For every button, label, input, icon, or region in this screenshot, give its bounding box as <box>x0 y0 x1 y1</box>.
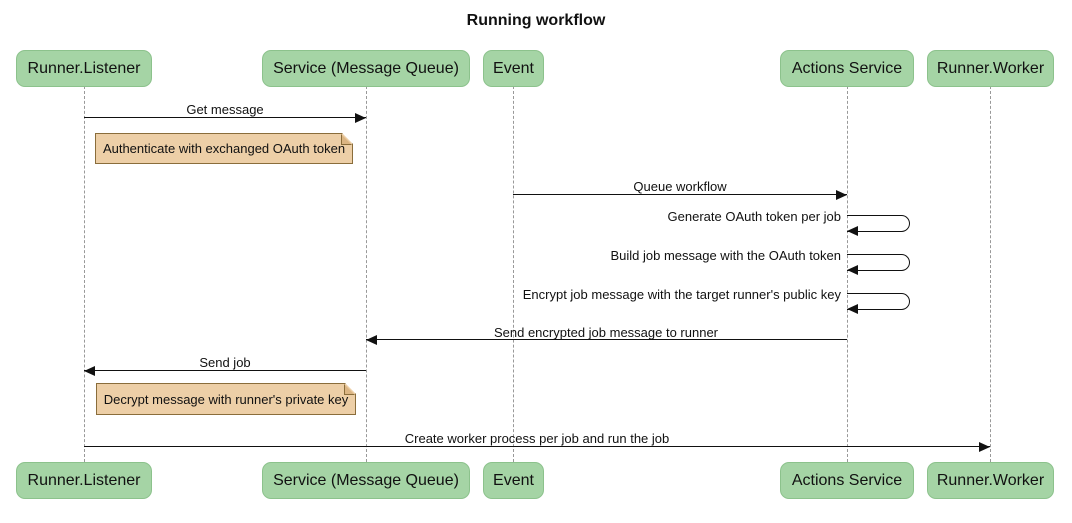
participant-top-service-mq: Service (Message Queue) <box>262 50 470 87</box>
self-loop-generate-token <box>847 215 910 232</box>
arrowhead-right-icon <box>355 113 366 123</box>
participant-bottom-event: Event <box>483 462 544 499</box>
participant-bottom-service-mq: Service (Message Queue) <box>262 462 470 499</box>
message-label-send-encrypted: Send encrypted job message to runner <box>493 325 719 340</box>
participant-bottom-runner-listener: Runner.Listener <box>16 462 152 499</box>
message-label-queue-workflow: Queue workflow <box>633 179 727 194</box>
note-authenticate-text: Authenticate with exchanged OAuth token <box>102 141 346 156</box>
note-fold-icon <box>341 134 352 145</box>
message-label-get-message: Get message <box>186 102 264 117</box>
arrowhead-left-icon <box>84 366 95 376</box>
message-line-send-job <box>84 370 366 371</box>
message-label-generate-token: Generate OAuth token per job <box>667 209 841 224</box>
participant-top-runner-listener: Runner.Listener <box>16 50 152 87</box>
message-label-send-job: Send job <box>199 355 251 370</box>
arrowhead-left-icon <box>847 304 858 314</box>
diagram-title: Running workflow <box>466 12 606 29</box>
self-loop-build-job-message <box>847 254 910 271</box>
arrowhead-left-icon <box>847 226 858 236</box>
participant-top-event: Event <box>483 50 544 87</box>
message-line-queue-workflow <box>513 194 847 195</box>
message-line-send-encrypted <box>366 339 847 340</box>
lifeline-runner-listener <box>84 86 85 462</box>
participant-top-runner-worker: Runner.Worker <box>927 50 1054 87</box>
self-loop-encrypt-job-message <box>847 293 910 310</box>
lifeline-service-mq <box>366 86 367 462</box>
note-decrypt-text: Decrypt message with runner's private ke… <box>103 391 349 407</box>
message-label-build-job-message: Build job message with the OAuth token <box>610 248 841 263</box>
message-line-create-worker <box>84 446 990 447</box>
arrowhead-right-icon <box>979 442 990 452</box>
message-label-encrypt-job-message: Encrypt job message with the target runn… <box>522 287 841 302</box>
message-line-get-message <box>84 117 366 118</box>
note-authenticate: Authenticate with exchanged OAuth token <box>95 133 353 164</box>
participant-bottom-runner-worker: Runner.Worker <box>927 462 1054 499</box>
participant-bottom-actions-service: Actions Service <box>780 462 914 499</box>
message-label-create-worker: Create worker process per job and run th… <box>404 431 670 446</box>
arrowhead-left-icon <box>847 265 858 275</box>
note-decrypt: Decrypt message with runner's private ke… <box>96 383 356 415</box>
note-fold-icon <box>344 384 355 395</box>
participant-top-actions-service: Actions Service <box>780 50 914 87</box>
arrowhead-right-icon <box>836 190 847 200</box>
lifeline-event <box>513 86 514 462</box>
lifeline-runner-worker <box>990 86 991 462</box>
arrowhead-left-icon <box>366 335 377 345</box>
